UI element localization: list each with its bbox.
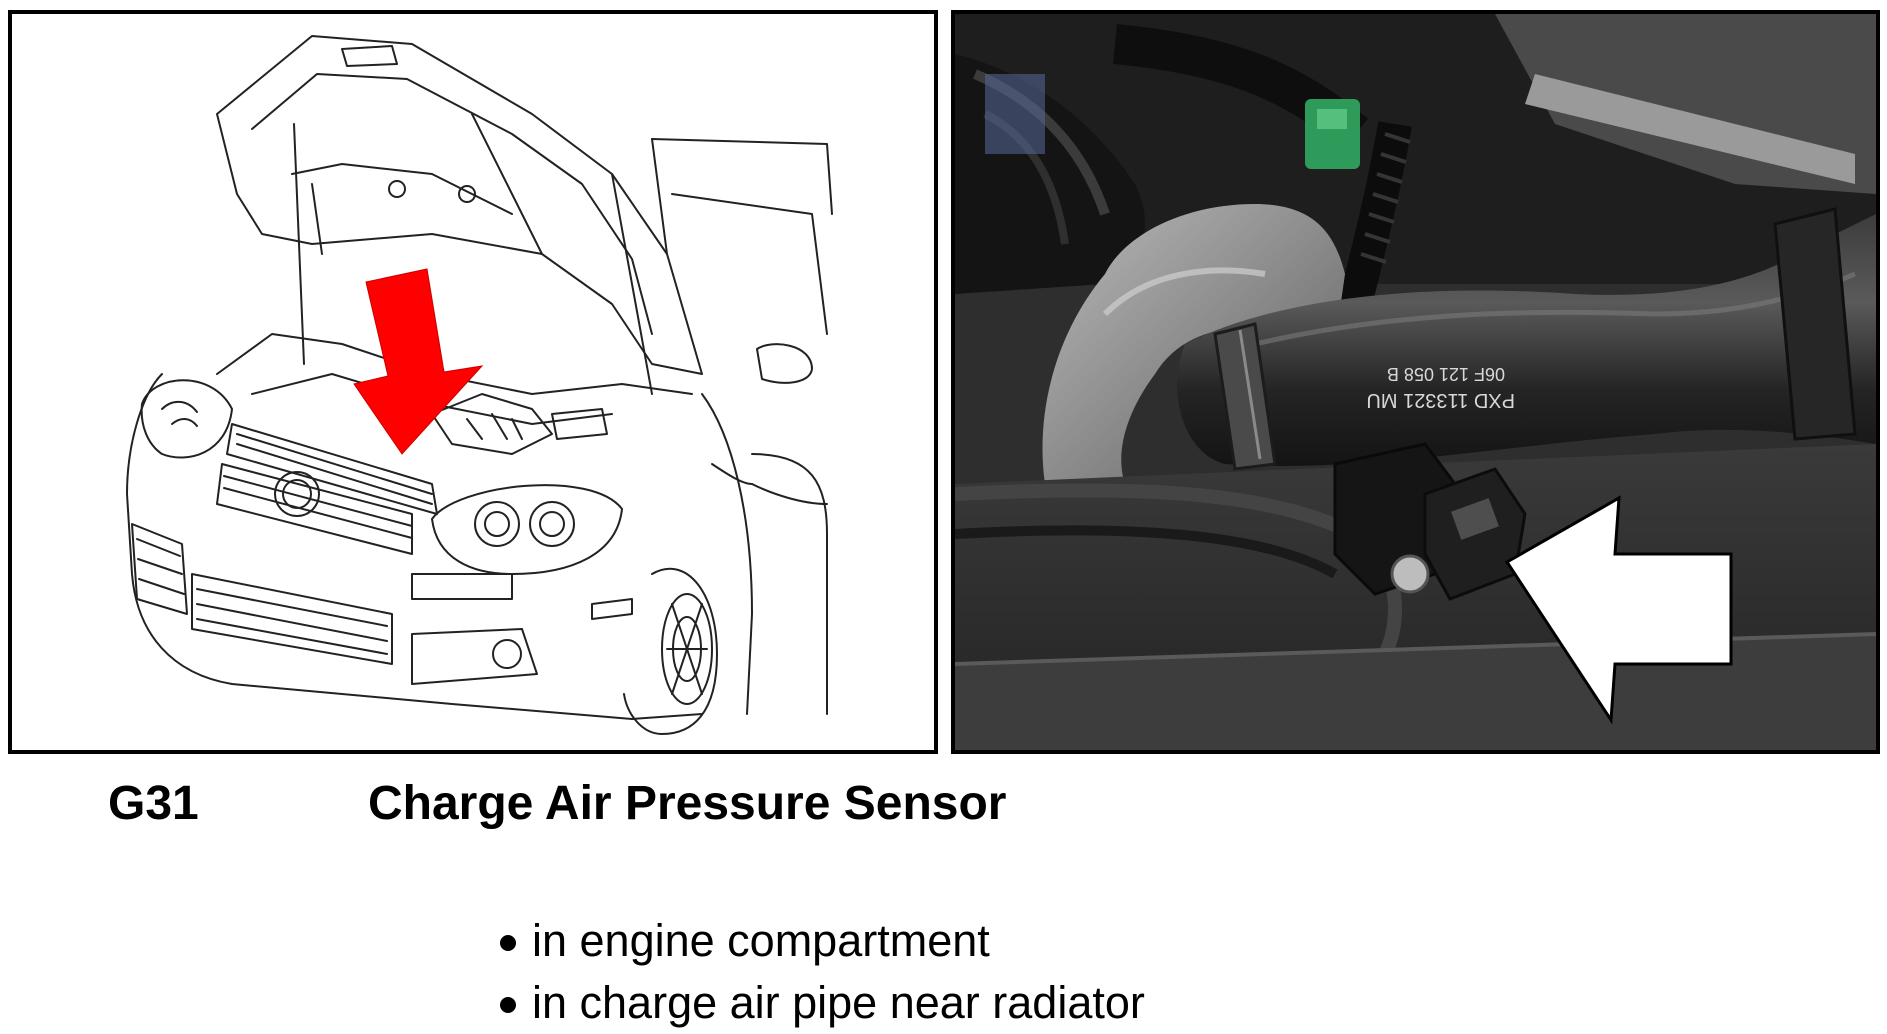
engine-compartment-photo: PXD 113321 MU 06F 121 058 B: [951, 10, 1880, 754]
list-item: in charge air pipe near radiator: [500, 972, 1145, 1034]
svg-text:PXD 113321 MU: PXD 113321 MU: [1366, 389, 1515, 411]
location-notes-list: in engine compartment in charge air pipe…: [500, 910, 1145, 1034]
list-item: in engine compartment: [500, 910, 1145, 972]
white-indicator-arrow: [1504, 495, 1733, 725]
location-note-text: in engine compartment: [532, 915, 990, 966]
car-hood-open-illustration: [126, 35, 833, 735]
bullet-icon: [500, 997, 516, 1013]
car-illustration-panel: [8, 10, 938, 754]
charge-air-pipe-photo: PXD 113321 MU 06F 121 058 B: [955, 14, 1876, 750]
component-name: Charge Air Pressure Sensor: [368, 777, 1007, 830]
hose-part-number-text: PXD 113321 MU 06F 121 058 B: [1366, 364, 1515, 411]
svg-text:06F 121 058 B: 06F 121 058 B: [1387, 364, 1505, 384]
red-indicator-arrow: [353, 268, 484, 455]
component-code: G31: [108, 777, 199, 830]
location-note-text: in charge air pipe near radiator: [532, 977, 1145, 1028]
bullet-icon: [500, 935, 516, 951]
